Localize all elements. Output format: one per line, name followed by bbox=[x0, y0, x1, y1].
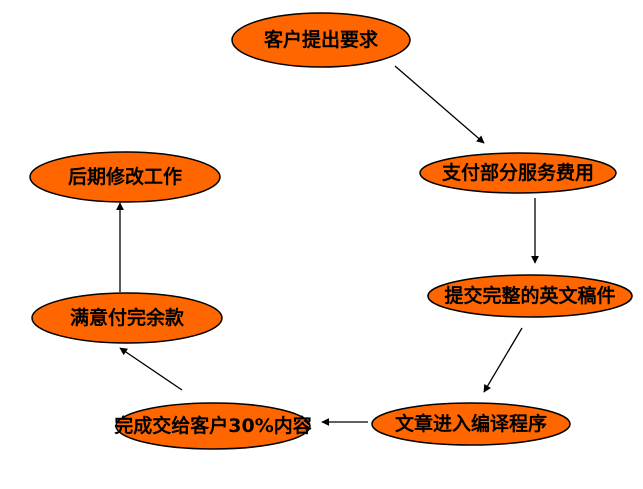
node-deliver-30-percent-label: 完成交给客户30%内容 bbox=[114, 414, 311, 437]
node-later-revision-label: 后期修改工作 bbox=[68, 165, 182, 188]
node-article-compilation[interactable]: 文章进入编译程序 bbox=[371, 402, 571, 446]
node-submit-english-manuscript-label: 提交完整的英文稿件 bbox=[444, 284, 615, 307]
node-pay-partial-fee[interactable]: 支付部分服务费用 bbox=[419, 152, 617, 194]
node-pay-balance[interactable]: 满意付完余款 bbox=[31, 292, 223, 344]
node-article-compilation-shape[interactable] bbox=[371, 402, 571, 446]
node-customer-request-shape[interactable] bbox=[231, 12, 411, 68]
node-customer-request-label: 客户提出要求 bbox=[264, 28, 379, 51]
node-pay-balance-label: 满意付完余款 bbox=[70, 306, 185, 329]
node-submit-english-manuscript-shape[interactable] bbox=[427, 274, 633, 318]
node-pay-partial-fee-shape[interactable] bbox=[419, 152, 617, 194]
node-customer-request[interactable]: 客户提出要求 bbox=[231, 12, 411, 68]
node-deliver-30-percent[interactable]: 完成交给客户30%内容 bbox=[114, 402, 312, 450]
arrow-manuscript-to-compilation bbox=[483, 327, 523, 393]
node-deliver-30-percent-shape[interactable] bbox=[115, 402, 311, 450]
node-pay-balance-shape[interactable] bbox=[31, 292, 223, 344]
arrow-delivery-to-balance bbox=[119, 347, 183, 391]
node-later-revision[interactable]: 后期修改工作 bbox=[29, 151, 221, 203]
node-submit-english-manuscript[interactable]: 提交完整的英文稿件 bbox=[427, 274, 633, 318]
node-pay-partial-fee-label: 支付部分服务费用 bbox=[441, 161, 594, 184]
arrow-layer bbox=[116, 65, 539, 426]
arrow-request-to-payment bbox=[394, 65, 485, 144]
node-later-revision-shape[interactable] bbox=[29, 151, 221, 203]
node-article-compilation-label: 文章进入编译程序 bbox=[395, 412, 547, 435]
